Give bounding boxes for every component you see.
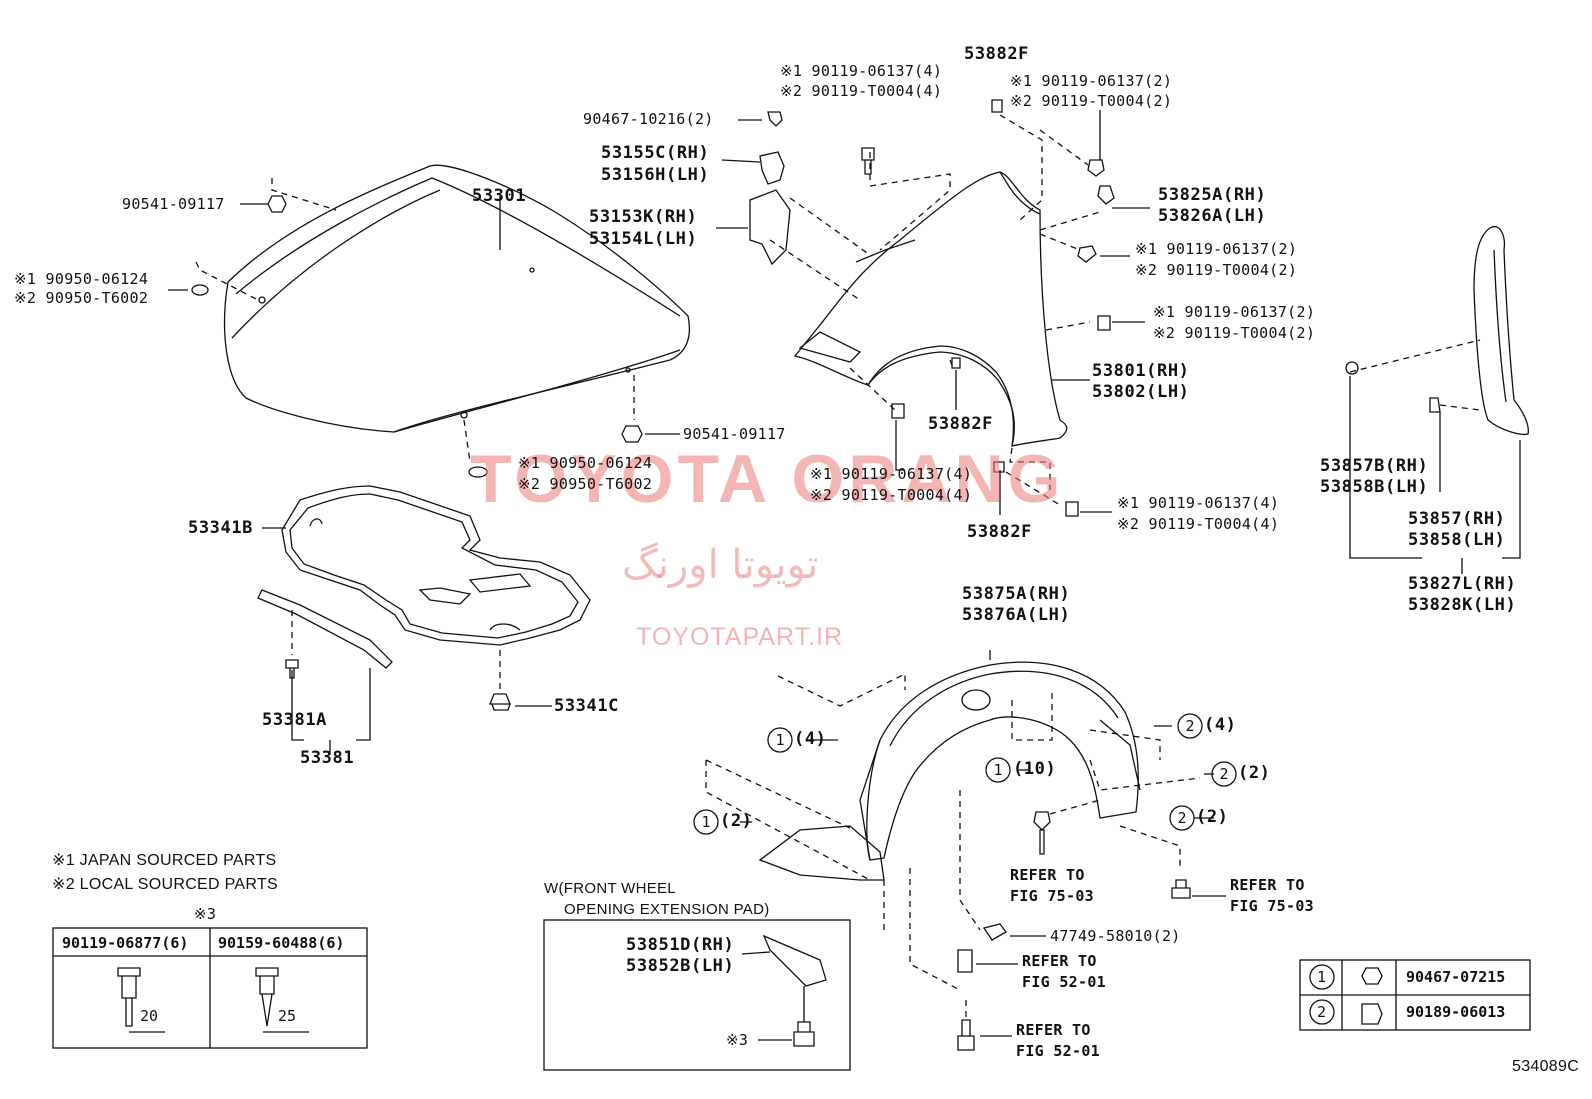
ref-label: REFER TO — [1010, 866, 1085, 884]
legend-part-2: 90189-06013 — [1406, 1003, 1506, 1021]
ref-label: FIG 75-03 — [1230, 897, 1314, 915]
part-label: 53858(LH) — [1408, 530, 1506, 550]
part-label: 53827L(RH) — [1408, 574, 1517, 594]
part-label: ※1 90119-06137(4) — [810, 465, 973, 483]
fender-panel — [793, 171, 1068, 447]
part-label: 53851D(RH) — [626, 935, 735, 955]
part-label: ※2 90119-T0004(2) — [1135, 261, 1298, 279]
part-label: 90541-09117 — [122, 195, 225, 213]
part-label: 53852B(LH) — [626, 956, 735, 976]
part-label: 53825A(RH) — [1158, 185, 1267, 205]
note-japan: ※1 JAPAN SOURCED PARTS — [52, 852, 277, 869]
part-label: 53801(RH) — [1092, 361, 1190, 381]
part-label: 53876A(LH) — [962, 605, 1071, 625]
part-label: 53155C(RH) — [601, 143, 710, 163]
part-label: ※2 90950-T6002 — [14, 289, 149, 307]
bolt-length-1: 20 — [140, 1007, 159, 1025]
part-label: ※2 90950-T6002 — [518, 475, 653, 493]
watermark-brand: TOYOTA ORANG — [470, 441, 1065, 517]
part-label: ※2 90119-T0004(4) — [1117, 515, 1280, 533]
part-label: ※1 90119-06137(2) — [1010, 72, 1173, 90]
part-label: 53341B — [188, 518, 254, 538]
part-label: 90467-10216(2) — [583, 110, 714, 128]
part-label: 53802(LH) — [1092, 382, 1190, 402]
circle-label: 2 — [1177, 809, 1186, 827]
part-label: 53828K(LH) — [1408, 595, 1517, 615]
circle-label: 2 — [1185, 717, 1194, 735]
hood-leaders — [195, 178, 635, 463]
part-label: 53156H(LH) — [601, 165, 710, 185]
ref-label: REFER TO — [1022, 952, 1097, 970]
part-label: ※1 90119-06137(2) — [1153, 303, 1316, 321]
note-marker: ※3 — [726, 1031, 749, 1049]
part-label: 53381 — [300, 748, 355, 768]
pad-box-title: OPENING EXTENSION PAD) — [564, 901, 770, 918]
qty-label: (2) — [720, 811, 753, 831]
part-label: 53857(RH) — [1408, 509, 1506, 529]
hood-seal-strip — [257, 589, 393, 669]
part-label: 53301 — [472, 186, 527, 206]
part-label: ※2 90119-T0004(4) — [810, 486, 973, 504]
hood-panel — [223, 164, 691, 433]
part-label: 53153K(RH) — [589, 207, 698, 227]
circle-label: 1 — [701, 813, 710, 831]
part-label: 53858B(LH) — [1320, 477, 1429, 497]
legend-part-1: 90467-07215 — [1406, 968, 1506, 986]
part-label: 53154L(LH) — [589, 229, 698, 249]
part-label: 53875A(RH) — [962, 584, 1071, 604]
bolt-part-2: 90159-60488(6) — [218, 934, 345, 952]
watermark-persian: تویوتا اورنگ — [622, 542, 819, 588]
part-label: ※2 90119-T0004(2) — [1153, 324, 1316, 342]
legend-num-2: 2 — [1317, 1003, 1327, 1021]
bolt-part-1: 90119-06877(6) — [62, 934, 189, 952]
ref-label: FIG 52-01 — [1022, 973, 1106, 991]
circle-label: 1 — [775, 731, 784, 749]
fender-liner — [758, 661, 1141, 881]
watermark-url: TOYOTAPART.IR — [636, 623, 844, 651]
circle-label: 1 — [993, 761, 1002, 779]
part-label: ※2 90119-T0004(4) — [780, 82, 943, 100]
ref-label: FIG 52-01 — [1016, 1042, 1100, 1060]
part-label: 90541-09117 — [683, 425, 786, 443]
legend-num-1: 1 — [1317, 968, 1327, 986]
part-label: 53882F — [967, 522, 1033, 542]
note-local: ※2 LOCAL SOURCED PARTS — [52, 876, 278, 893]
qty-label: (10) — [1013, 759, 1057, 779]
part-label: ※1 90119-06137(4) — [780, 62, 943, 80]
pad-box — [543, 919, 851, 1071]
fender-seal-53827 — [1345, 226, 1529, 436]
bracket-53153 — [749, 189, 791, 266]
circle-markers — [693, 713, 1335, 1025]
part-label: 53826A(LH) — [1158, 206, 1267, 226]
part-label: 53882F — [964, 44, 1030, 64]
ref-label: REFER TO — [1016, 1021, 1091, 1039]
part-label: 47749-58010(2) — [1050, 927, 1181, 945]
part-label: 53882F — [928, 414, 994, 434]
part-label: 53341C — [554, 696, 620, 716]
qty-label: (2) — [1238, 763, 1271, 783]
qty-label: (2) — [1196, 807, 1229, 827]
part-label: 53381A — [262, 710, 328, 730]
part-label: ※1 90119-06137(2) — [1135, 240, 1298, 258]
circle-label: 2 — [1219, 765, 1228, 783]
ref-label: FIG 75-03 — [1010, 887, 1094, 905]
hood-insulator — [281, 485, 591, 646]
part-label: ※1 90950-06124 — [518, 454, 653, 472]
part-label: ※2 90119-T0004(2) — [1010, 92, 1173, 110]
part-label: ※1 90119-06137(4) — [1117, 494, 1280, 512]
bolt-length-2: 25 — [278, 1007, 297, 1025]
figure-number: 534089C — [1512, 1058, 1580, 1075]
note-marker: ※3 — [194, 905, 217, 923]
ref-label: REFER TO — [1230, 876, 1305, 894]
qty-label: (4) — [1204, 715, 1237, 735]
part-label: 53857B(RH) — [1320, 456, 1429, 476]
bracket-53155 — [759, 151, 785, 185]
pad-box-title: W(FRONT WHEEL — [544, 880, 676, 897]
qty-label: (4) — [794, 729, 827, 749]
part-label: ※1 90950-06124 — [14, 270, 149, 288]
